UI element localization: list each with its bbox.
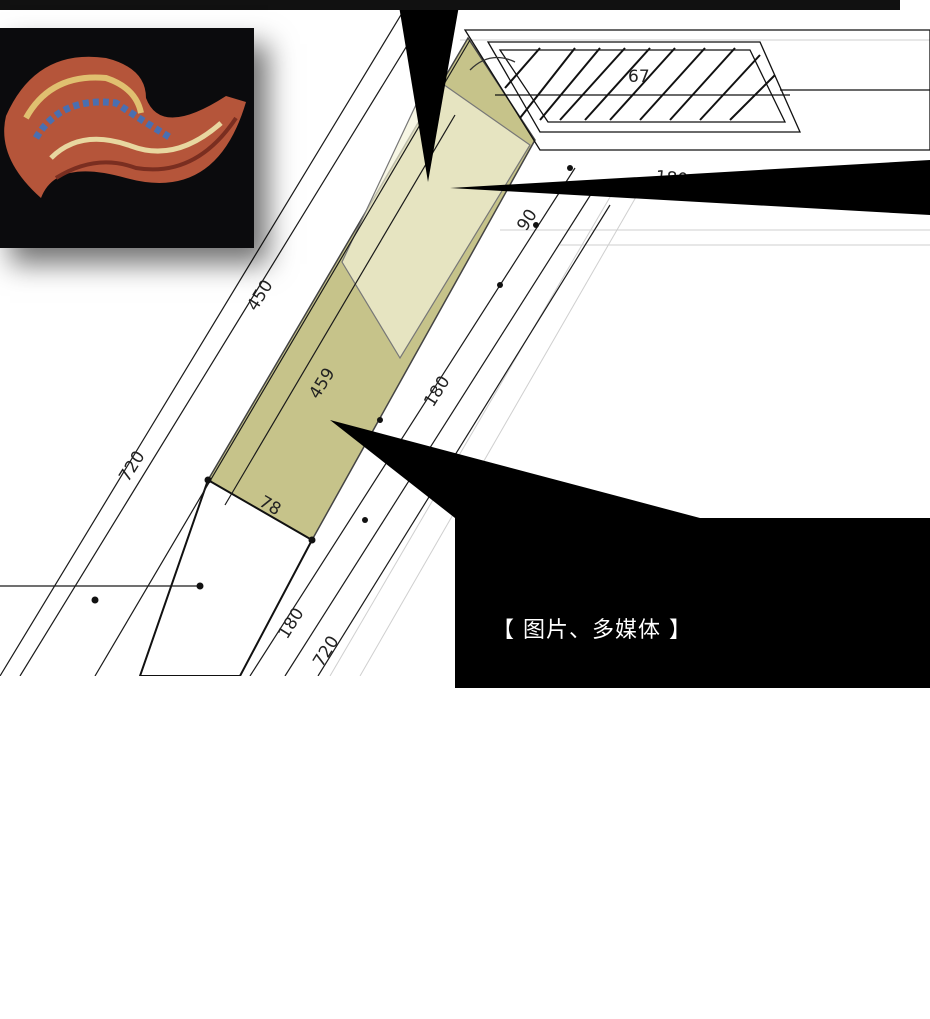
glass-fragment-image bbox=[4, 56, 246, 198]
artifact-photo bbox=[0, 28, 254, 248]
header-bar bbox=[0, 0, 900, 10]
media-note-item: （1）古埃及地图 bbox=[492, 729, 668, 754]
media-note: 【 图片、多媒体 】 （1）古埃及地图 （2）古埃及时期与玻璃有关的 （3）古埃… bbox=[492, 538, 806, 1019]
dimension-dots bbox=[91, 165, 573, 604]
corridor-lines bbox=[0, 0, 611, 676]
dimension-label-720-bottom: 720 bbox=[309, 633, 343, 671]
media-note-heading: 【 图片、多媒体 】 bbox=[492, 618, 692, 643]
dimension-label-450: 450 bbox=[243, 277, 277, 315]
callout-pointer-top bbox=[398, 0, 460, 182]
dimension-label-720-left: 720 bbox=[115, 448, 149, 486]
hatched-showcase bbox=[463, 29, 930, 151]
translucent-overlay bbox=[341, 74, 531, 360]
media-note-item: （3）古埃及其它玻璃制品图片 bbox=[492, 951, 806, 976]
callout-panel bbox=[455, 518, 930, 688]
dimension-label-67: 67 bbox=[628, 67, 650, 87]
corridor-lower-segment bbox=[138, 478, 314, 676]
callout-pointer-right bbox=[450, 160, 930, 215]
floor-plan-drawing: 450 720 459 78 180 180 720 90 180 67 bbox=[0, 0, 930, 676]
dimension-label-180-mid: 180 bbox=[420, 373, 454, 411]
callout-pointer-bottom bbox=[330, 420, 700, 518]
dimension-label-180-bottom: 180 bbox=[274, 605, 308, 643]
background-wall-lines bbox=[329, 39, 930, 676]
media-note-item: （2）古埃及时期与玻璃有关的 bbox=[492, 840, 806, 865]
